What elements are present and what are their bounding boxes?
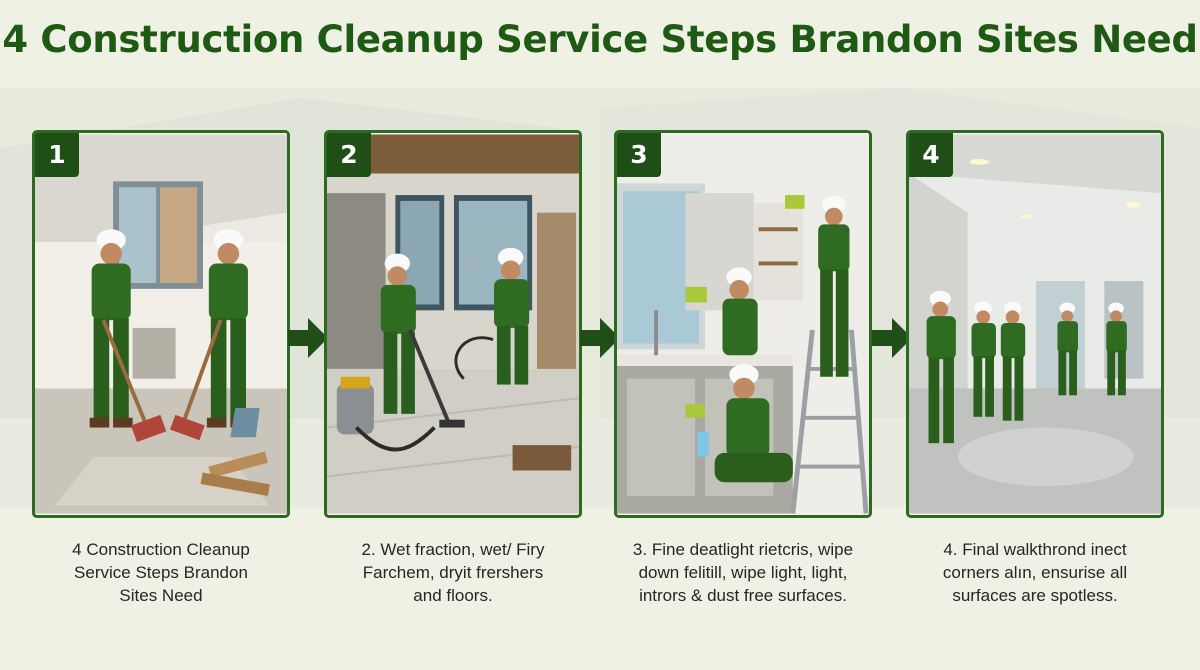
step-number-badge-2: 2 xyxy=(327,133,371,177)
step-caption-3: 3. Fine deatlight rietcris, wipe down fe… xyxy=(632,540,854,605)
debris-removal-illustration xyxy=(35,134,287,514)
step-number-badge-3: 3 xyxy=(617,133,661,177)
page-title: 4 Construction Cleanup Service Steps Bra… xyxy=(2,18,1198,61)
final-walkthrough-illustration xyxy=(909,134,1161,514)
step-panel-4: 4 xyxy=(906,130,1164,518)
arrow-right-icon xyxy=(580,318,620,358)
step-panel-3: 3 xyxy=(614,130,872,518)
step-number-badge-1: 1 xyxy=(35,133,79,177)
vacuuming-illustration xyxy=(327,134,579,514)
step-caption-2: 2. Wet fraction, wet/ Firy Farchem, dryi… xyxy=(361,540,545,605)
arrow-right-icon xyxy=(872,318,912,358)
step-number-badge-4: 4 xyxy=(909,133,953,177)
step-panel-1: 1 xyxy=(32,130,290,518)
step-panel-2: 2 xyxy=(324,130,582,518)
wiping-surfaces-illustration xyxy=(617,134,869,514)
step-caption-4: 4. Final walkthrond inect corners alın, … xyxy=(942,540,1128,605)
arrow-right-icon xyxy=(288,318,328,358)
step-caption-1: 4 Construction Cleanup Service Steps Bra… xyxy=(72,540,250,605)
